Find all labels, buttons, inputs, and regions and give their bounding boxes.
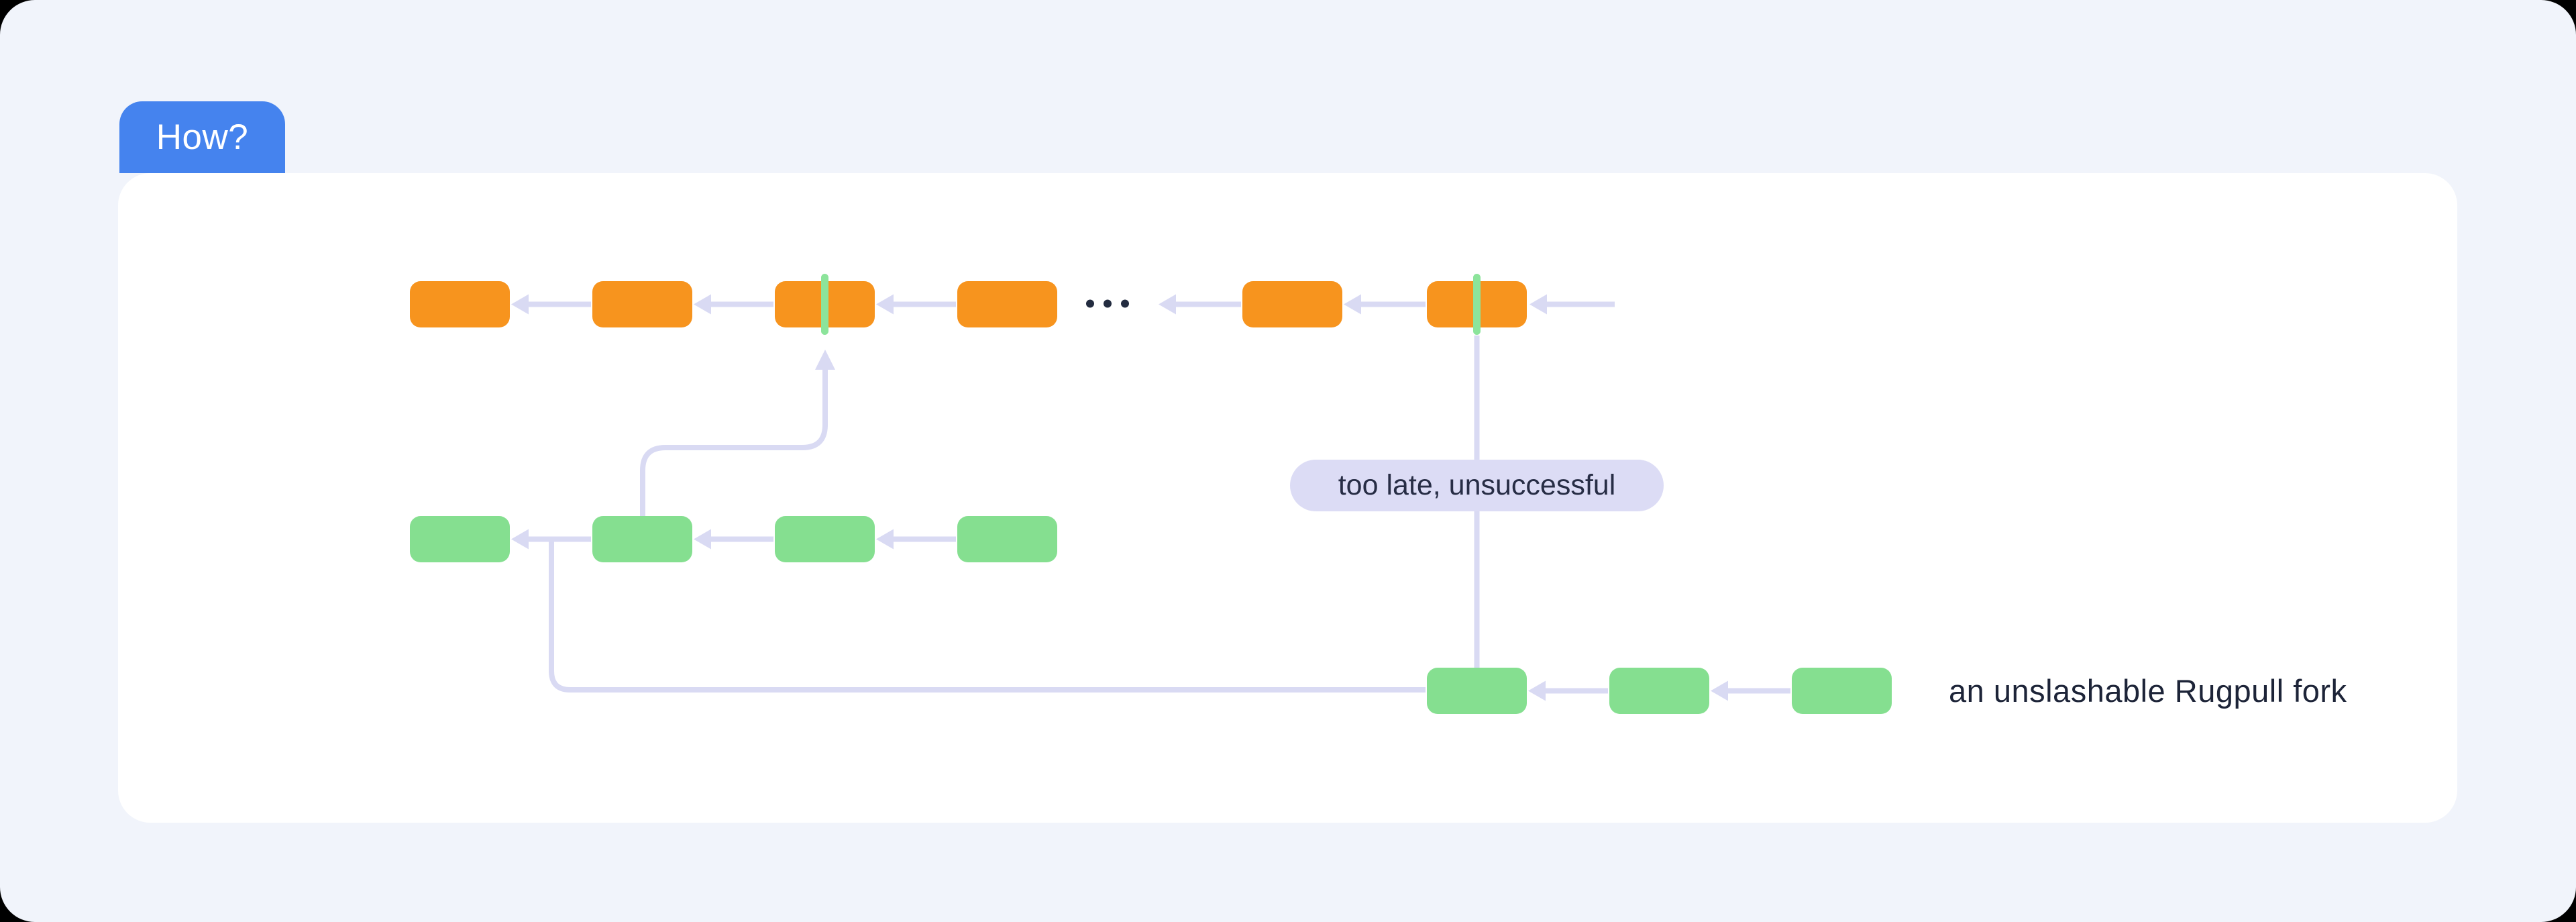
late-rugpull-fork-chain-block-2: [1609, 668, 1709, 714]
rugpull-fork-chain-block-1: [410, 516, 510, 562]
too-late-pill: too late, unsuccessful: [1290, 460, 1664, 511]
bitcoin-chain-block-2: [592, 281, 692, 327]
rugpull-fork-label: an unslashable Rugpull fork: [1949, 673, 2347, 709]
rugpull-fork-chain-block-4: [957, 516, 1057, 562]
bitcoin-chain-block-5: [1242, 281, 1342, 327]
rugpull-fork-chain-block-3: [775, 516, 875, 562]
bitcoin-chain-block-4: [957, 281, 1057, 327]
bitcoin-chain-block-1: [410, 281, 510, 327]
bitcoin-chain-checkpoint-marker-3: [821, 274, 828, 335]
too-late-pill-label: too late, unsuccessful: [1338, 469, 1616, 501]
diagram-card: [118, 173, 2457, 823]
rugpull-fork-chain-block-2: [592, 516, 692, 562]
how-tab: How?: [119, 101, 285, 173]
how-tab-label: How?: [156, 117, 249, 157]
late-rugpull-fork-chain-block-1: [1427, 668, 1527, 714]
bitcoin-chain-checkpoint-marker-6: [1473, 274, 1481, 335]
late-rugpull-fork-chain-block-3: [1792, 668, 1892, 714]
